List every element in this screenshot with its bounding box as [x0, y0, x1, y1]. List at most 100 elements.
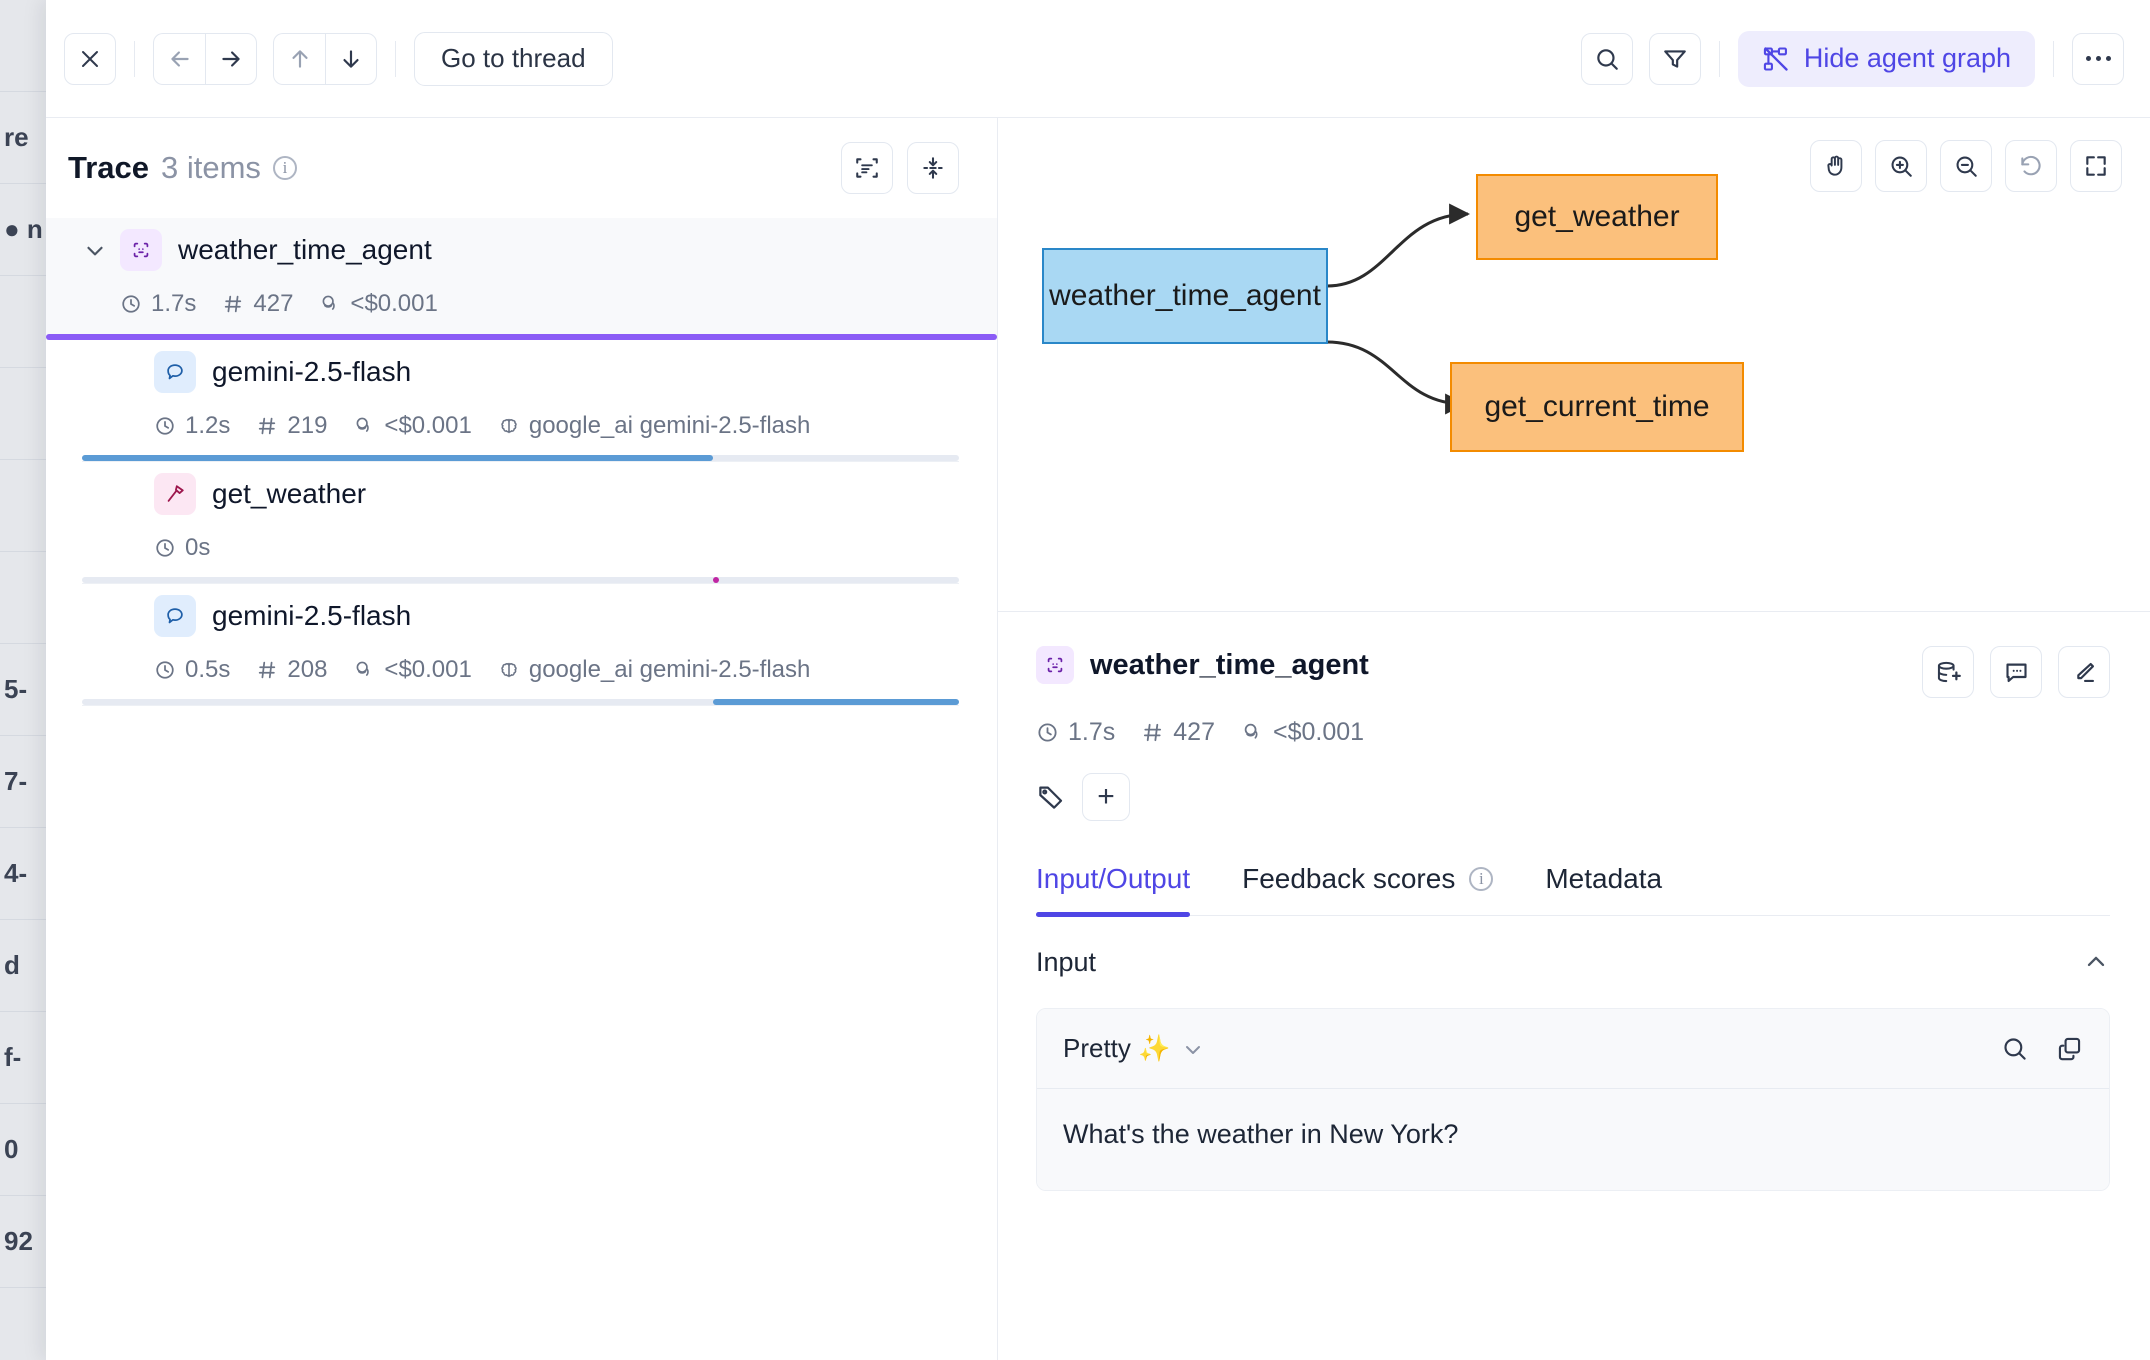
reset-view-icon: [2018, 153, 2044, 179]
previous-trace-button[interactable]: [153, 32, 205, 85]
collapse-input-icon[interactable]: [2082, 948, 2110, 976]
close-drawer-button[interactable]: [64, 32, 116, 85]
add-to-dataset-button[interactable]: [1922, 646, 1974, 698]
add-to-dataset-icon: [1937, 661, 1961, 682]
row-tokens: 208: [256, 656, 327, 684]
filter-button[interactable]: [1648, 32, 1701, 85]
clock-icon: [156, 661, 174, 679]
fullscreen-button[interactable]: [2070, 140, 2122, 192]
tag-icon: [1039, 786, 1063, 809]
row-duration: 0s: [154, 534, 210, 562]
row-duration: 1.2s: [154, 412, 230, 440]
row-duration-value: 0.5s: [185, 656, 231, 683]
search-icon: [1597, 48, 1618, 70]
chevron-up-icon: [2087, 956, 2105, 967]
reset-view-button[interactable]: [2005, 140, 2057, 192]
next-span-button[interactable]: [325, 32, 377, 85]
agent-graph-icon: [1763, 46, 1788, 71]
toolbar-divider: [134, 40, 135, 77]
row-model: google_ai gemini-2.5-flash: [498, 656, 810, 684]
next-trace-button[interactable]: [205, 32, 257, 85]
up-down-group: [273, 32, 377, 85]
trace-info-icon[interactable]: i: [272, 156, 297, 180]
graph-node-get-weather[interactable]: get_weather: [1476, 174, 1718, 260]
input-output-section: Input Pretty ✨: [1036, 916, 2110, 1191]
graph-node-weather-time-agent[interactable]: weather_time_agent: [1042, 248, 1328, 344]
graph-node-label: get_weather: [1514, 200, 1680, 233]
model-brain-icon: [501, 662, 517, 678]
graph-node-label: weather_time_agent: [1049, 279, 1321, 312]
edit-button[interactable]: [2058, 646, 2110, 698]
background-table-row: [0, 460, 46, 552]
llm-chat-icon: [154, 351, 196, 393]
copy-icon: [2058, 1037, 2081, 1061]
llm-chat-glyph: [167, 364, 183, 380]
row-duration-track: [46, 334, 997, 340]
edit-pencil-icon: [2076, 662, 2094, 682]
row-expand-toggle[interactable]: [82, 237, 108, 263]
comment-button[interactable]: [1990, 646, 2042, 698]
search-button[interactable]: [1580, 32, 1633, 85]
input-section-header[interactable]: Input: [1036, 916, 2110, 1008]
detail-tokens-value: 427: [1173, 718, 1215, 746]
row-tokens-value: 427: [253, 290, 294, 317]
hide-agent-graph-button[interactable]: Hide agent graph: [1737, 30, 2035, 87]
tab-metadata[interactable]: Metadata: [1545, 863, 1662, 915]
trace-tree-pane: Trace 3 items i weather_ti: [46, 118, 998, 1360]
span-detail-header: weather_time_agent: [1036, 646, 2110, 698]
coins-icon: [322, 295, 336, 310]
input-search-button[interactable]: [2001, 1035, 2028, 1062]
llm-chat-glyph: [167, 608, 183, 624]
pan-hand-button[interactable]: [1810, 140, 1862, 192]
expand-rows-button[interactable]: [841, 142, 893, 194]
graph-node-get-current-time[interactable]: get_current_time: [1450, 362, 1744, 452]
graph-controls: [1810, 140, 2122, 192]
clock-icon: [122, 295, 140, 313]
input-copy-button[interactable]: [2056, 1035, 2083, 1062]
row-cost: <$0.001: [353, 412, 472, 440]
row-model: google_ai gemini-2.5-flash: [498, 412, 810, 440]
agent-graph-canvas[interactable]: [998, 118, 2150, 612]
tool-hammer-icon: [154, 473, 196, 515]
hash-icon: [259, 417, 276, 435]
input-card: Pretty ✨: [1036, 1008, 2110, 1191]
tab-feedback-scores[interactable]: Feedback scores i: [1242, 863, 1494, 915]
row-cost-value: <$0.001: [350, 290, 438, 317]
background-table-row: 4-: [0, 828, 46, 920]
add-tag-button[interactable]: +: [1082, 773, 1130, 821]
chevron-down-icon: [1185, 1045, 1200, 1054]
view-mode-select[interactable]: Pretty ✨: [1063, 1033, 1205, 1064]
pan-hand-icon: [1823, 153, 1849, 179]
background-table-row: d: [0, 920, 46, 1012]
agent-graph-panel[interactable]: weather_time_agent get_weather get_curre…: [998, 118, 2150, 612]
row-tokens-value: 219: [287, 412, 328, 439]
row-name: get_weather: [212, 478, 367, 509]
row-duration-bar: [713, 699, 959, 705]
zoom-out-button[interactable]: [1940, 140, 1992, 192]
tab-input-output[interactable]: Input/Output: [1036, 863, 1191, 917]
collapse-rows-button[interactable]: [907, 142, 959, 194]
background-table-row: f-: [0, 1012, 46, 1104]
zoom-in-icon: [1888, 153, 1914, 179]
feedback-scores-info-icon[interactable]: i: [1469, 867, 1494, 891]
previous-span-button[interactable]: [273, 32, 325, 85]
hash-icon: [259, 661, 276, 679]
edge-root-to-get-weather: [1326, 203, 1471, 288]
row-duration-track: [82, 577, 959, 583]
row-duration-bar: [82, 455, 714, 461]
toolbar-divider-2: [395, 40, 396, 77]
go-to-thread-button[interactable]: Go to thread: [414, 31, 613, 86]
edge-root-to-get-current-time: [1326, 340, 1467, 415]
row-name: gemini-2.5-flash: [212, 600, 412, 631]
trace-header: Trace 3 items i: [46, 118, 997, 218]
agent-glyph: [1047, 657, 1063, 673]
background-table-row: [0, 276, 46, 368]
zoom-in-button[interactable]: [1875, 140, 1927, 192]
more-options-button[interactable]: [2072, 32, 2124, 85]
